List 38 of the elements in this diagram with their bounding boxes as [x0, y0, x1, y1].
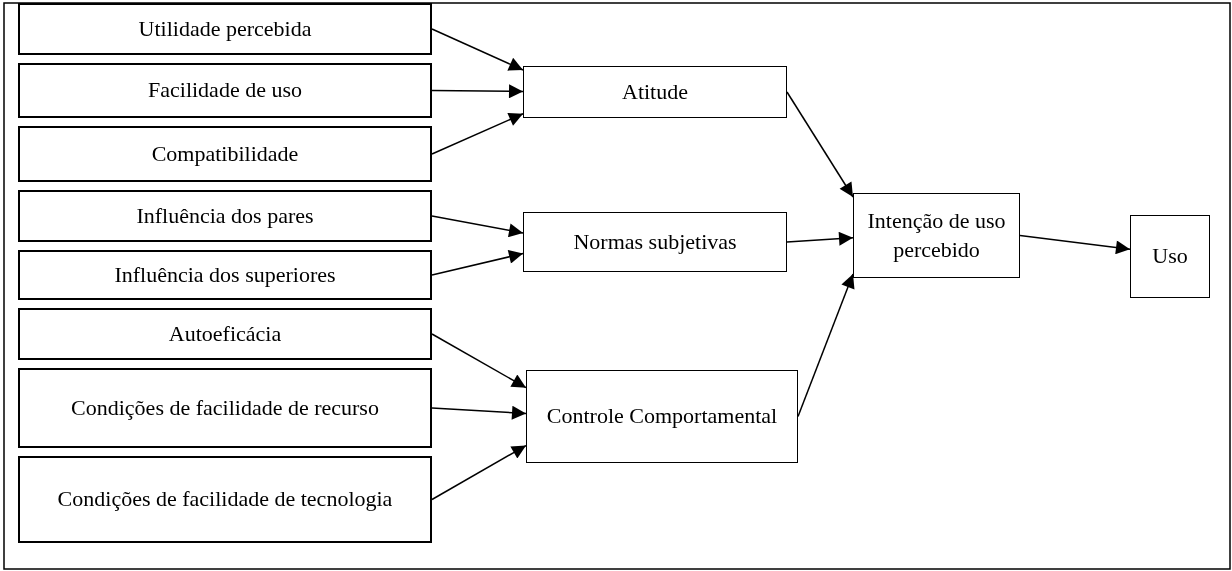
arrow — [431, 28, 524, 71]
process-box — [18, 456, 432, 543]
box-label: Intenção de uso percebido — [866, 206, 1007, 264]
arrow — [797, 273, 855, 418]
box-label: Influência dos superiores — [114, 260, 336, 289]
process-box — [523, 66, 787, 118]
process-box — [18, 126, 432, 182]
process-box — [523, 212, 787, 272]
process-box — [18, 3, 432, 55]
arrow — [431, 405, 527, 420]
arrow — [431, 333, 527, 389]
box-label: Controle Comportamental — [546, 402, 778, 431]
process-box — [1130, 215, 1210, 298]
arrow — [431, 215, 524, 238]
box-label: Compatibilidade — [151, 139, 299, 168]
box-label: Autoeficácia — [168, 319, 282, 348]
arrow — [431, 112, 524, 155]
arrow — [431, 249, 524, 276]
process-box — [18, 368, 432, 448]
process-box — [18, 190, 432, 242]
box-label: Condições de facilidade de tecnologia — [57, 485, 393, 514]
box-label: Utilidade percebida — [138, 14, 312, 43]
arrow — [431, 84, 524, 99]
process-box — [526, 370, 798, 463]
box-label: Facilidade de uso — [148, 76, 302, 105]
process-box — [18, 308, 432, 360]
box-label: Atitude — [622, 77, 688, 106]
process-box — [18, 63, 432, 118]
process-box — [853, 193, 1020, 278]
arrow — [786, 91, 854, 198]
arrow — [786, 231, 854, 246]
box-label: Influência dos pares — [136, 201, 314, 230]
box-label: Normas subjetivas — [573, 227, 737, 256]
box-label: Uso — [1152, 242, 1188, 271]
arrow — [1019, 234, 1131, 255]
process-box — [18, 250, 432, 300]
arrow — [431, 444, 527, 501]
box-label: Condições de facilidade de recurso — [71, 393, 379, 422]
